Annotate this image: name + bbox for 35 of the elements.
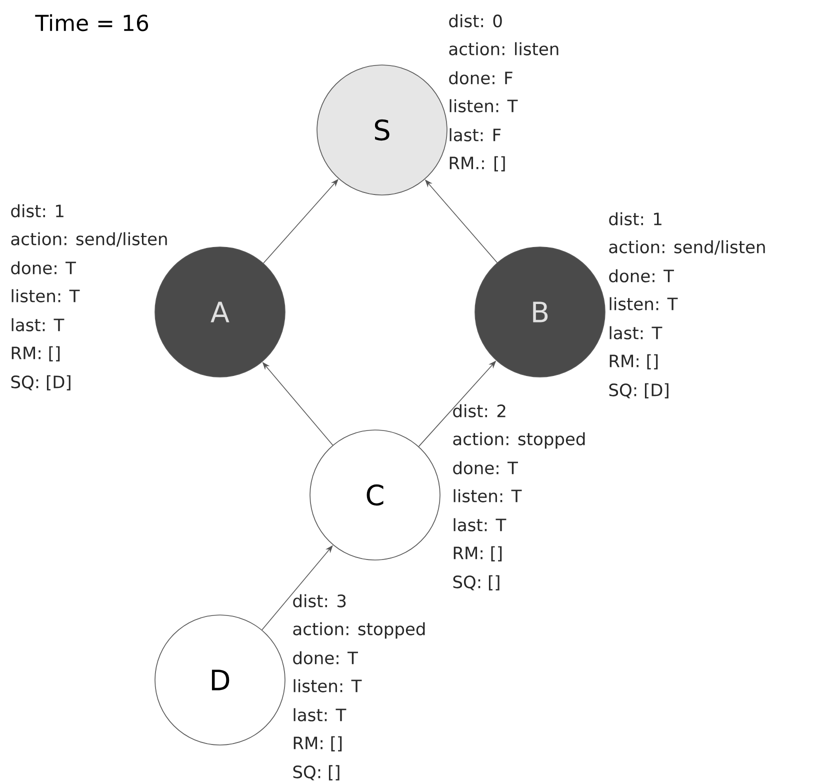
state-text: last: F — [450, 128, 501, 142]
state-text: action: send/listen — [609, 240, 765, 255]
state-text: SQ: [D] — [11, 375, 70, 390]
state-text: RM: [] — [12, 346, 60, 362]
state-text: dist: 3 — [293, 594, 346, 608]
state-text: action: listen — [449, 42, 558, 56]
state-text: last: T — [294, 708, 346, 722]
state-text: action: stopped — [453, 432, 585, 449]
state-text: RM: [] — [294, 736, 342, 752]
state-text: RM.: [] — [450, 156, 505, 172]
state-text: done: T — [11, 261, 76, 274]
state-text: listen: T — [610, 297, 678, 310]
state-text: SQ: [D] — [609, 383, 668, 398]
state-text: listen: T — [454, 489, 522, 502]
state-text: done: T — [293, 651, 358, 664]
state-text: RM: [] — [454, 546, 502, 562]
state-text: SQ: [] — [453, 575, 500, 590]
state-text: done: T — [609, 269, 674, 282]
state-text: done: F — [449, 71, 512, 84]
state-text: action: send/listen — [11, 232, 167, 247]
state-text: listen: T — [450, 99, 518, 112]
title: Time = 16 — [35, 14, 148, 32]
state-text: RM: [] — [610, 354, 658, 370]
state-text: last: T — [12, 318, 64, 332]
state-text: dist: 0 — [449, 14, 502, 28]
state-text: dist: 2 — [453, 404, 506, 418]
state-text: last: T — [610, 326, 662, 340]
state-text: dist: 1 — [11, 204, 64, 218]
state-text: done: T — [453, 461, 518, 474]
state-text: listen: T — [294, 679, 362, 692]
state-text: listen: T — [12, 289, 80, 302]
state-text: dist: 1 — [609, 212, 662, 226]
state-text: action: stopped — [293, 622, 425, 639]
state-text: last: T — [454, 518, 506, 532]
state-text: SQ: [] — [293, 765, 340, 780]
